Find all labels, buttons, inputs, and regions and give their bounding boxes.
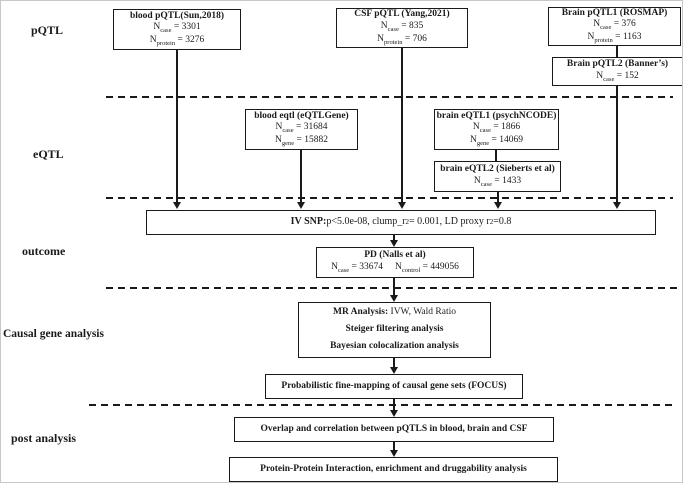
row-label-pqtl: pQTL [31,23,64,37]
arrowhead-icon [390,410,398,417]
stat-line: Ngene = 14069 [469,135,523,148]
stat-line: Ncase = 1433 [473,175,522,188]
box-csf-pqtl: CSF pQTL (Yang,2021) Ncase = 835 Nprotei… [336,8,468,48]
stat-line: Ncase = 3301 [153,22,201,35]
row-label-causal-gene-analysis: Causal gene analysis [3,328,104,340]
connector-mr-focus [393,358,395,367]
connector-brain-eqtl1-eqtl2 [495,150,497,161]
stat-line: Ncase = 1866 [472,122,521,135]
box-title: blood eqtl (eQTLGene) [254,110,349,121]
connector-focus-overlap [393,399,395,410]
box-title: Overlap and correlation between pQTLS in… [260,423,528,434]
connector-brain-eqtl2 [497,192,499,202]
stat-line: Ncase = 376 [593,19,636,32]
box-mr-analysis: MR Analysis: IVW, Wald Ratio Steiger fil… [298,302,491,358]
box-brain-pqtl1: Brain pQTL1 (ROSMAP) Ncase = 376 Nprotei… [548,7,681,46]
connector-blood-eqtl [300,150,302,202]
stat-line: Ncase = 31684 [275,122,328,135]
stat-line: Ncase = 152 [596,70,639,83]
connector-blood-pqtl [176,50,178,202]
stat-line: Nprotein = 706 [377,33,427,46]
connector-brain-pqtl1-pqtl2 [616,46,618,57]
box-ppi-enrichment: Protein-Protein Interaction, enrichment … [229,457,558,482]
dashed-separator-pqtl-eqtl [106,96,673,98]
stat-line: Ncase = 835 [380,20,424,33]
box-title: brain eQTL2 (Sieberts et al) [440,164,555,175]
box-blood-pqtl: blood pQTL(Sun,2018) Ncase = 3301 Nprote… [113,9,241,50]
arrowhead-icon [398,202,406,209]
box-blood-eqtl: blood eqtl (eQTLGene) Ncase = 31684 Ngen… [245,109,358,150]
arrowhead-icon [297,202,305,209]
arrowhead-icon [390,450,398,457]
arrowhead-icon [390,367,398,374]
connector-iv-pd [393,235,395,240]
box-brain-pqtl2: Brain pQTL2 (Banner’s) Ncase = 152 [552,57,682,86]
mr-line-2: Steiger filtering analysis [345,324,444,335]
box-title: blood pQTL(Sun,2018) [130,10,224,21]
connector-pd-mr [393,278,395,295]
mr-line-3: Bayesian colocalization analysis [330,340,459,351]
box-title: brain eQTL1 (psychNCODE) [436,110,557,121]
connector-csf-pqtl [401,48,403,202]
dashed-separator-eqtl-outcome [106,197,673,199]
box-focus: Probabilistic fine-mapping of causal gen… [265,374,523,399]
box-pd-outcome: PD (Nalls et al) Ncase = 33674 Ncontrol … [316,247,474,278]
arrowhead-icon [390,240,398,247]
iv-snp-label: IV SNP: [290,216,327,228]
dashed-separator-outcome-causal [106,287,678,289]
box-title: Protein-Protein Interaction, enrichment … [260,463,527,474]
arrowhead-icon [390,295,398,302]
stat-line: Ngene = 15882 [274,135,328,148]
connector-overlap-ppi [393,442,395,450]
box-title: PD (Nalls et al) [364,250,426,261]
arrowhead-icon [613,202,621,209]
stat-line: Nprotein = 1163 [587,32,642,45]
dashed-separator-causal-post [89,404,673,406]
stat-line: Nprotein = 3276 [149,35,205,48]
row-label-eqtl: eQTL [33,147,64,161]
box-title: Brain pQTL2 (Banner’s) [566,59,669,70]
mr-line-1: MR Analysis: IVW, Wald Ratio [332,307,456,318]
arrowhead-icon [173,202,181,209]
box-overlap-correlation: Overlap and correlation between pQTLS in… [234,417,554,442]
box-title: CSF pQTL (Yang,2021) [354,9,450,20]
box-title: Brain pQTL1 (ROSMAP) [561,7,668,18]
row-label-post-analysis: post analysis [11,431,77,445]
box-brain-eqtl1: brain eQTL1 (psychNCODE) Ncase = 1866 Ng… [434,109,559,150]
connector-brain-pqtl2 [616,86,618,202]
row-label-outcome: outcome [22,244,66,258]
box-title: Probabilistic fine-mapping of causal gen… [281,380,507,391]
stat-line: Ncase = 33674 Ncontrol = 449056 [331,261,459,274]
arrowhead-icon [494,202,502,209]
box-brain-eqtl2: brain eQTL2 (Sieberts et al) Ncase = 143… [434,161,561,192]
